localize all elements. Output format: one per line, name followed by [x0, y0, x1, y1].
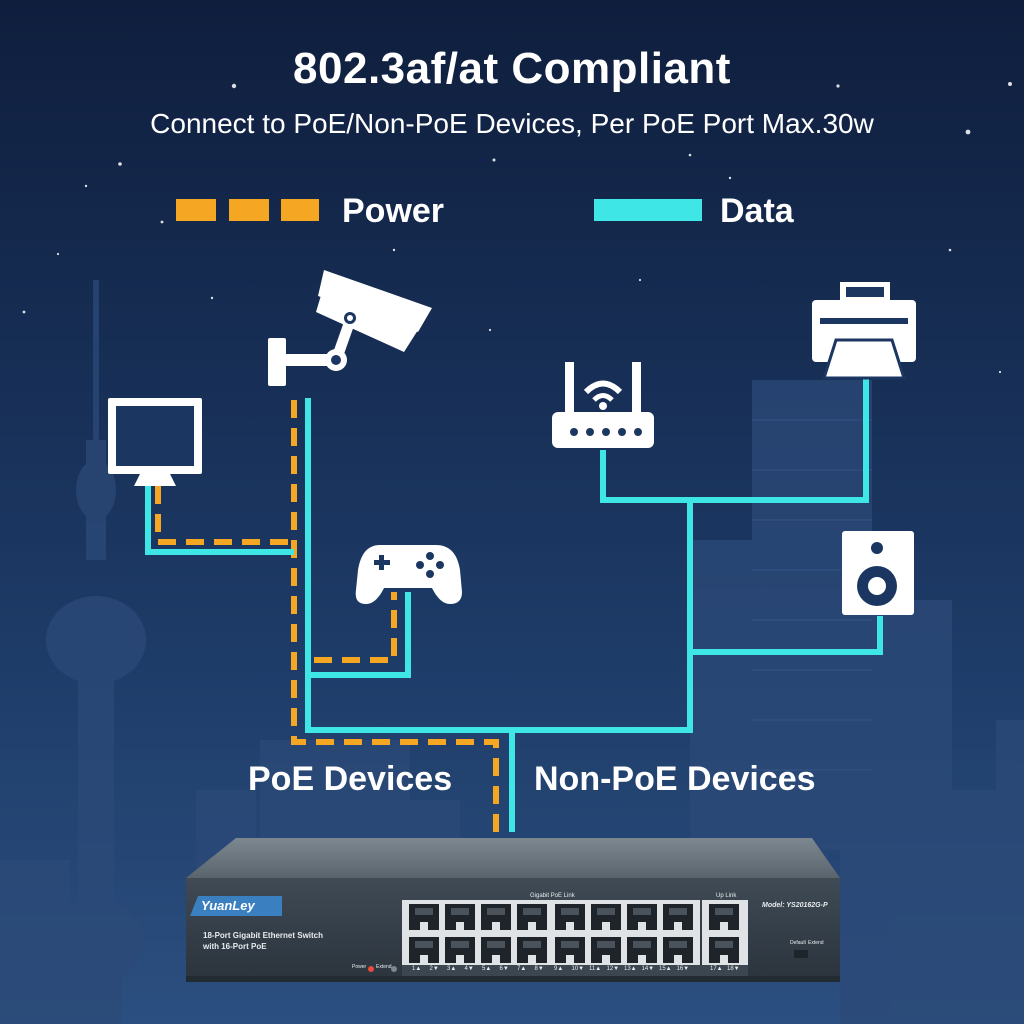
rj45-port — [663, 937, 693, 963]
poe-devices-label: PoE Devices — [248, 760, 453, 798]
rj45-port — [627, 904, 657, 930]
printer-icon — [812, 282, 916, 380]
uplink-number-label: 18▼ — [727, 966, 740, 972]
port-number-label: 1▲ — [412, 966, 422, 972]
rj45-port — [591, 904, 621, 930]
wifi-router-icon — [552, 362, 654, 448]
port-number-label: 10▼ — [571, 966, 585, 972]
extend-led-label: Extend — [376, 964, 392, 970]
poe-link-label: Gigabit PoE Link — [530, 893, 575, 899]
extend-led — [391, 966, 397, 972]
switch-brand: YuanLey — [201, 898, 255, 913]
port-number-label: 12▼ — [606, 966, 620, 972]
rj45-port — [409, 937, 439, 963]
network-switch — [186, 838, 840, 982]
port-number-label: 8▼ — [534, 966, 544, 972]
port-number-label: 2▼ — [429, 966, 439, 972]
port-number-label: 13▲ — [624, 966, 637, 972]
power-led — [368, 966, 374, 972]
port-number-label: 9▲ — [554, 966, 564, 972]
port-number-label: 14▼ — [641, 966, 655, 972]
uplink-number-label: 17▲ — [710, 966, 723, 972]
game-controller-icon — [355, 545, 462, 604]
legend-power-label: Power — [342, 192, 445, 230]
power-led-label: Power — [352, 964, 367, 970]
rj45-port — [555, 937, 585, 963]
page-subtitle: Connect to PoE/Non-PoE Devices, Per PoE … — [150, 108, 874, 139]
rj45-port — [663, 904, 693, 930]
port-number-label: 4▼ — [464, 966, 474, 972]
extend-toggle[interactable] — [794, 950, 808, 958]
building-windows — [752, 419, 872, 771]
rj45-port — [517, 937, 547, 963]
rj45-port — [591, 937, 621, 963]
port-number-label: 6▼ — [499, 966, 509, 972]
data-lines — [145, 376, 883, 832]
switch-description-line2: with 16-Port PoE — [203, 942, 267, 951]
switch-description-line1: 18-Port Gigabit Ethernet Switch — [203, 931, 324, 940]
port-number-label: 7▲ — [517, 966, 527, 972]
monitor-icon — [108, 398, 202, 486]
stars — [22, 82, 1012, 374]
legend-data-label: Data — [720, 192, 794, 230]
power-lines — [155, 400, 499, 832]
city-skyline — [0, 280, 1024, 1024]
port-number-label: 5▲ — [482, 966, 492, 972]
port-number-label: 15▲ — [659, 966, 672, 972]
rj45-uplink-port — [709, 937, 739, 963]
rj45-port — [481, 904, 511, 930]
port-grid — [409, 904, 739, 963]
rj45-port — [555, 904, 585, 930]
rj45-uplink-port — [709, 904, 739, 930]
rj45-port — [409, 904, 439, 930]
switch-model: Model: YS20162G-P — [762, 902, 828, 909]
rj45-port — [517, 904, 547, 930]
rj45-port — [445, 937, 475, 963]
uplink-label: Up Link — [716, 893, 737, 899]
non-poe-devices-label: Non-PoE Devices — [534, 760, 816, 798]
rj45-port — [481, 937, 511, 963]
legend-data-swatch — [594, 199, 702, 221]
default-switch-label: Default — [790, 940, 806, 946]
rj45-port — [445, 904, 475, 930]
port-number-label: 11▲ — [589, 966, 602, 972]
security-camera-icon — [268, 270, 432, 386]
extend-switch-label: Extend — [808, 940, 824, 946]
legend-power-swatch — [176, 199, 319, 221]
speaker-icon — [842, 531, 914, 615]
rj45-port — [627, 937, 657, 963]
port-number-label: 16▼ — [676, 966, 690, 972]
port-number-label: 3▲ — [447, 966, 457, 972]
page-title: 802.3af/at Compliant — [293, 44, 731, 93]
